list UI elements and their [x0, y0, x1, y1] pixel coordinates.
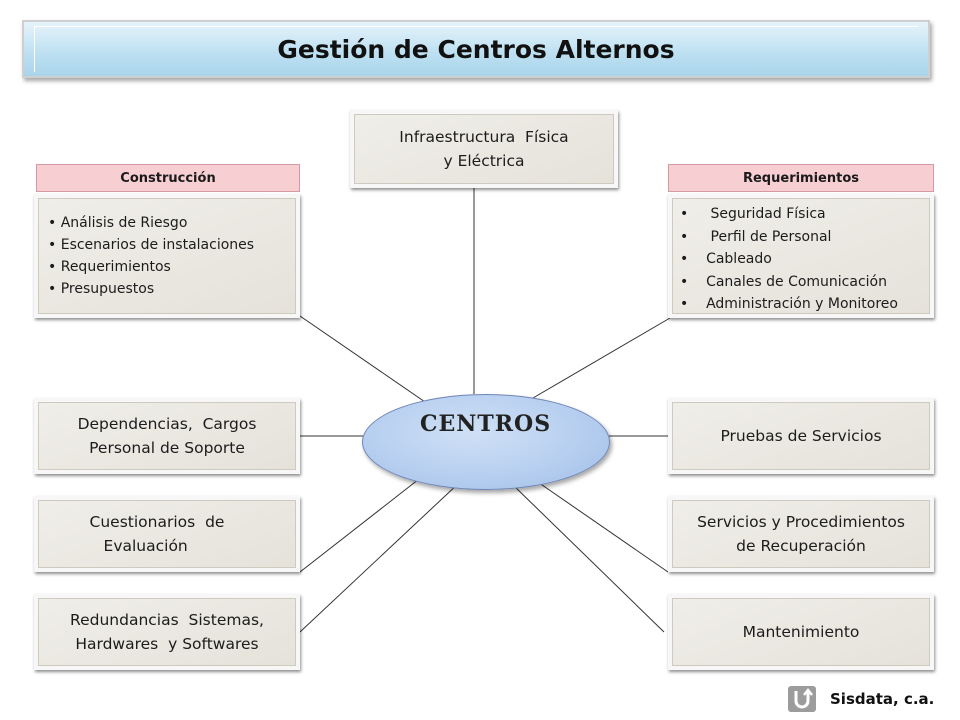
dependencias-line-1: Dependencias, Cargos: [77, 415, 257, 433]
title-banner: Gestión de Centros Alternos: [22, 20, 930, 78]
list-item: • Cableado: [680, 251, 772, 267]
infraestructura-box: Infraestructura Física y Eléctrica: [350, 110, 618, 188]
page-title: Gestión de Centros Alternos: [277, 34, 675, 64]
mantenimiento-label: Mantenimiento: [742, 623, 860, 641]
construccion-list: • Análisis de Riesgo • Escenarios de ins…: [48, 212, 254, 300]
centros-label: CENTROS: [420, 411, 552, 437]
dependencias-box: Dependencias, Cargos Personal de Soporte: [34, 398, 300, 474]
infraestructura-line-2: y Eléctrica: [443, 152, 525, 170]
list-item: • Análisis de Riesgo: [48, 215, 188, 231]
return-icon[interactable]: [788, 686, 816, 712]
requerimientos-list: • Seguridad Física • Perfil de Personal …: [680, 203, 898, 316]
cuestionarios-line-2: Evaluación: [103, 537, 188, 555]
connector-cuestionarios: [299, 471, 429, 573]
infraestructura-line-1: Infraestructura Física: [399, 128, 569, 146]
servicios-line-1: Servicios y Procedimientos: [697, 513, 905, 531]
construccion-header-label: Construcción: [120, 170, 216, 186]
list-item: • Administración y Monitoreo: [680, 296, 898, 312]
centros-ellipse: [362, 394, 610, 490]
cuestionarios-line-1: Cuestionarios de: [89, 513, 225, 531]
requerimientos-header: Requerimientos: [668, 164, 934, 192]
requerimientos-header-label: Requerimientos: [742, 170, 860, 186]
connector-construccion: [299, 315, 429, 405]
connector-redundancias: [299, 481, 461, 633]
pruebas-label: Pruebas de Servicios: [720, 427, 882, 445]
brand-label: Sisdata, c.a.: [830, 690, 935, 708]
mantenimiento-box: Mantenimiento: [668, 594, 934, 670]
list-item: • Presupuestos: [48, 281, 155, 297]
servicios-line-2: de Recuperación: [736, 537, 866, 555]
cuestionarios-box: Cuestionarios de Evaluación: [34, 496, 300, 572]
construccion-box: • Análisis de Riesgo • Escenarios de ins…: [34, 194, 300, 318]
list-item: • Escenarios de instalaciones: [48, 237, 255, 253]
list-item: • Canales de Comunicación: [680, 273, 887, 290]
redundancias-line-1: Redundancias Sistemas,: [70, 611, 264, 629]
redundancias-line-2: Hardwares y Softwares: [75, 635, 259, 653]
connector-mantenimiento: [511, 483, 665, 633]
list-item: • Requerimientos: [48, 259, 171, 275]
list-item: • Seguridad Física: [680, 206, 826, 222]
connector-requerimientos: [532, 317, 671, 399]
dependencias-line-2: Personal de Soporte: [89, 439, 245, 457]
construccion-header: Construcción: [36, 164, 300, 192]
servicios-box: Servicios y Procedimientos de Recuperaci…: [668, 496, 934, 572]
connector-servicios: [531, 477, 669, 573]
redundancias-box: Redundancias Sistemas, Hardwares y Softw…: [34, 594, 300, 670]
requerimientos-box: • Seguridad Física • Perfil de Personal …: [668, 194, 934, 318]
pruebas-box: Pruebas de Servicios: [668, 398, 934, 474]
list-item: • Perfil de Personal: [680, 228, 832, 245]
